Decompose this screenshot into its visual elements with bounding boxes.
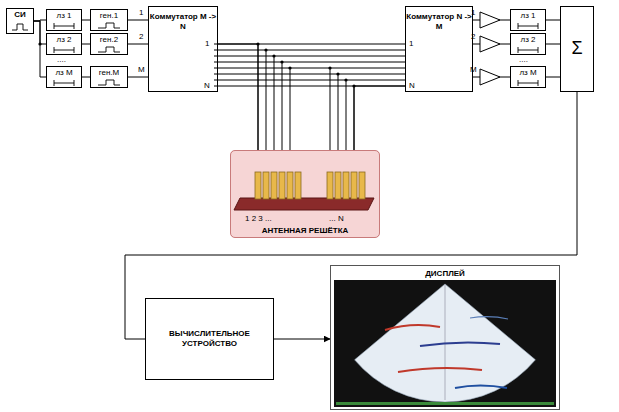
node-text: ген.2 xyxy=(100,35,118,45)
node-text: ген.M xyxy=(99,68,120,78)
channel-number: M xyxy=(138,65,145,75)
signal-wire xyxy=(546,77,560,78)
node-text: лз M xyxy=(519,68,536,78)
array-element xyxy=(271,172,277,199)
ellipsis-mark: .... xyxy=(519,55,528,65)
channel-number: 1 xyxy=(409,39,413,49)
delay-line-box: лз M xyxy=(46,66,82,88)
signal-wire xyxy=(34,21,46,77)
signal-wire xyxy=(218,44,258,150)
display-panel: ДИСПЛЕЙ xyxy=(330,265,560,410)
delay-line-box: лз 2 xyxy=(510,33,546,55)
amplifier-symbol xyxy=(480,69,500,85)
antenna-array: 1 2 3 ... ... N АНТЕННАЯ РЕШЁТКА xyxy=(230,150,380,238)
amplifier-symbols xyxy=(480,12,500,85)
delay-line-box: лз 1 xyxy=(46,9,82,31)
array-element xyxy=(343,172,349,199)
scan-sector xyxy=(355,284,536,402)
amplifier-symbol xyxy=(480,12,500,28)
array-element xyxy=(351,172,357,199)
array-element xyxy=(263,172,269,199)
channel-number: 2 xyxy=(471,32,475,42)
antenna-panel xyxy=(230,150,380,238)
node-text: лз M xyxy=(55,68,72,78)
generator-box: ген.1 xyxy=(90,9,128,31)
array-element xyxy=(279,172,285,199)
node-text: лз 2 xyxy=(520,35,535,45)
channel-number: M xyxy=(470,65,477,75)
pulse-symbol xyxy=(12,24,28,30)
signal-wire xyxy=(82,20,90,21)
array-base xyxy=(234,198,374,210)
signal-wire xyxy=(128,77,148,78)
node-text: ДИСПЛЕЙ xyxy=(425,269,465,279)
node-text: Коммутатор N -> M xyxy=(406,12,472,32)
signal-wire xyxy=(546,20,560,21)
channel-number: 1 xyxy=(471,8,475,18)
node-text: лз 1 xyxy=(520,11,535,21)
channel-number: 2 xyxy=(139,32,143,42)
signal-wire xyxy=(128,20,148,21)
summator-box: Σ xyxy=(560,6,594,92)
node-text: СИ xyxy=(14,10,26,20)
array-elements xyxy=(255,172,365,199)
signal-wire xyxy=(274,339,330,340)
node-text: ВЫЧИСЛИТЕЛЬНОЕ УСТРОЙСТВО xyxy=(146,329,273,349)
sync-generator-box: СИ xyxy=(6,8,34,34)
channel-number: 1 xyxy=(139,8,143,18)
node-text: Коммутатор M -> N xyxy=(149,12,217,32)
generator-box: ген.2 xyxy=(90,33,128,55)
signal-wire xyxy=(125,92,577,339)
signal-wire xyxy=(128,44,148,45)
array-element xyxy=(287,172,293,199)
signal-wire xyxy=(546,44,560,45)
computing-unit-box: ВЫЧИСЛИТЕЛЬНОЕ УСТРОЙСТВО xyxy=(145,298,274,380)
scan-axis xyxy=(445,284,446,400)
array-element xyxy=(327,172,333,199)
echo-marks xyxy=(385,317,508,388)
array-element xyxy=(295,172,301,199)
node-text: 1 2 3 ... xyxy=(245,214,272,224)
array-element xyxy=(335,172,341,199)
display-screen xyxy=(334,280,556,407)
node-text: лз 1 xyxy=(56,11,71,21)
generator-box: ген.M xyxy=(90,66,128,88)
signal-wire xyxy=(82,44,90,45)
channel-number: 1 xyxy=(205,39,209,49)
node-text: ген.1 xyxy=(100,11,118,21)
switch-box: Коммутатор M -> N xyxy=(148,6,218,92)
node-text: ... N xyxy=(329,214,344,224)
channel-number: N xyxy=(409,81,415,91)
amplifier-symbol xyxy=(480,36,500,52)
node-text: Σ xyxy=(571,37,582,59)
node-text: лз 2 xyxy=(56,35,71,45)
array-element xyxy=(255,172,261,199)
delay-line-box: лз 2 xyxy=(46,33,82,55)
signal-wire xyxy=(354,86,405,150)
switch-box: Коммутатор N -> M xyxy=(405,6,473,92)
screen-scale xyxy=(336,402,554,405)
channel-number: N xyxy=(204,81,210,91)
signal-wire xyxy=(82,77,90,78)
delay-line-box: лз 1 xyxy=(510,9,546,31)
delay-line-box: лз M xyxy=(510,66,546,88)
array-element xyxy=(359,172,365,199)
node-text: АНТЕННАЯ РЕШЁТКА xyxy=(231,226,379,236)
ellipsis-mark: .... xyxy=(57,55,66,65)
junction-dots xyxy=(38,42,355,87)
